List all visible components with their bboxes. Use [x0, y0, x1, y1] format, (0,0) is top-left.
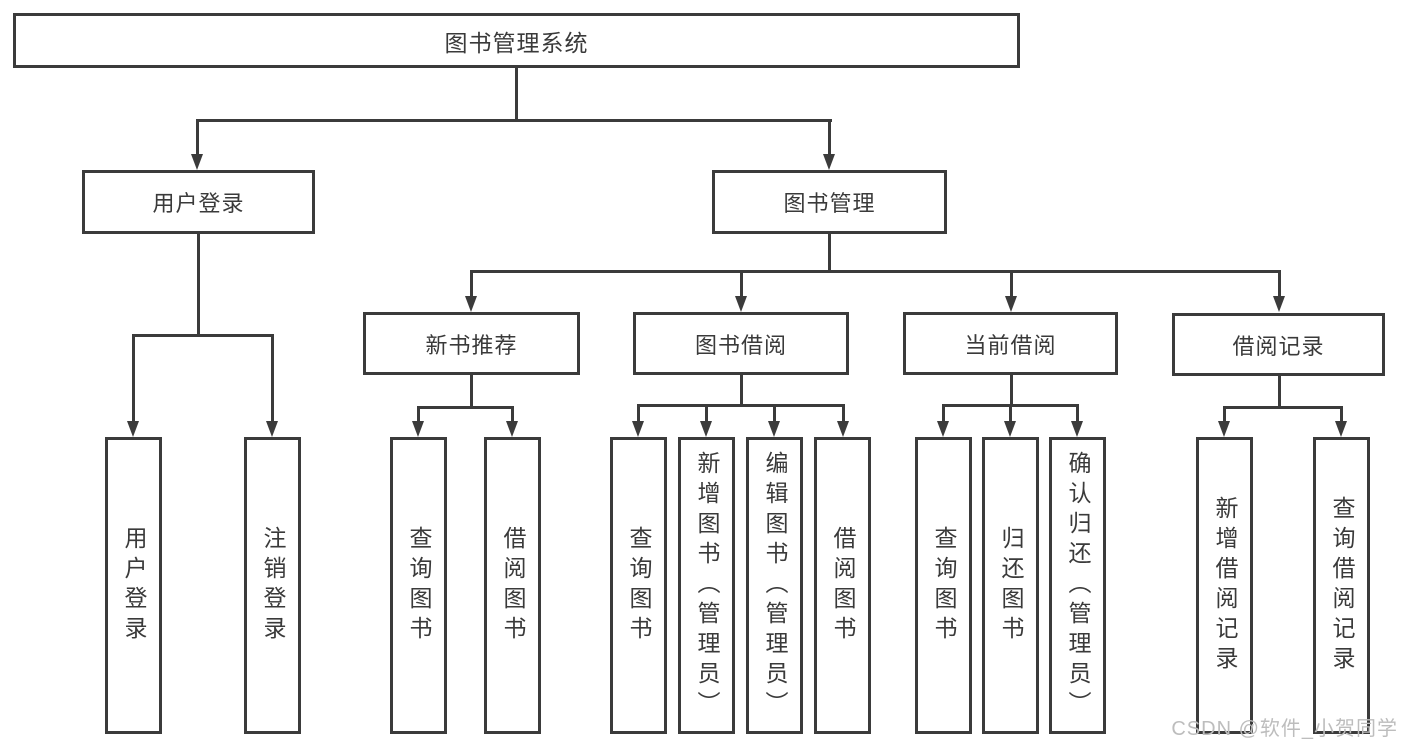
connector-line [132, 334, 274, 337]
node-new-book-recommend: 新书推荐 [363, 312, 580, 375]
arrowhead [735, 296, 747, 312]
connector-line [828, 232, 831, 273]
arrowhead [506, 421, 518, 437]
leaf-borrow-books-recommend-label: 借阅图书 [500, 525, 526, 646]
connector-line [132, 334, 135, 422]
leaf-query-borrow-record-label: 查询借阅记录 [1329, 495, 1355, 676]
arrowhead [127, 421, 139, 437]
leaf-logout: 注销登录 [244, 437, 301, 734]
leaf-query-borrow-record: 查询借阅记录 [1313, 437, 1370, 734]
connector-line [470, 270, 473, 298]
leaf-query-books-borrow: 查询图书 [610, 437, 667, 734]
leaf-borrow-books-recommend: 借阅图书 [484, 437, 541, 734]
connector-line [511, 406, 514, 423]
node-root: 图书管理系统 [13, 13, 1020, 68]
arrowhead [1071, 421, 1083, 437]
leaf-query-books-borrow-label: 查询图书 [626, 525, 652, 646]
leaf-add-borrow-record-label: 新增借阅记录 [1212, 495, 1238, 676]
leaf-borrow-books: 借阅图书 [814, 437, 871, 734]
arrowhead [1218, 421, 1230, 437]
connector-line [417, 406, 420, 423]
connector-line [637, 404, 640, 423]
connector-line [942, 404, 945, 423]
connector-line [197, 232, 200, 337]
leaf-borrow-books-label: 借阅图书 [830, 525, 856, 646]
connector-line [1278, 270, 1281, 298]
arrowhead [412, 421, 424, 437]
arrowhead [266, 421, 278, 437]
leaf-add-borrow-record: 新增借阅记录 [1196, 437, 1253, 734]
node-borrow-records-label: 借阅记录 [1232, 333, 1325, 359]
leaf-user-login-label: 用户登录 [121, 525, 147, 646]
arrowhead [632, 421, 644, 437]
arrowhead [465, 296, 477, 312]
arrowhead [1004, 421, 1016, 437]
connector-line [1223, 406, 1226, 423]
node-book-borrow-label: 图书借阅 [694, 332, 787, 358]
leaf-query-books-recommend-label: 查询图书 [406, 525, 432, 646]
node-book-management: 图书管理 [712, 170, 947, 234]
connector-line [1010, 373, 1013, 407]
node-book-borrow: 图书借阅 [633, 312, 849, 375]
leaf-return-books-label: 归还图书 [998, 525, 1024, 646]
leaf-return-books: 归还图书 [982, 437, 1039, 734]
arrowhead [1335, 421, 1347, 437]
leaf-add-book-admin-label: 新增图书（管理员） [694, 450, 720, 721]
connector-line [417, 406, 514, 409]
connector-line [1010, 270, 1013, 298]
leaf-query-books-recommend: 查询图书 [390, 437, 447, 734]
connector-line [1340, 406, 1343, 423]
connector-line [470, 270, 1281, 273]
arrowhead [837, 421, 849, 437]
leaf-query-books-current-label: 查询图书 [931, 525, 957, 646]
connector-line [842, 404, 845, 423]
connector-line [773, 404, 776, 423]
connector-line [828, 119, 831, 157]
leaf-user-login: 用户登录 [105, 437, 162, 734]
connector-line [1009, 404, 1012, 423]
arrowhead [700, 421, 712, 437]
connector-line [470, 373, 473, 409]
arrowhead [191, 154, 203, 170]
leaf-confirm-return-admin: 确认归还（管理员） [1049, 437, 1106, 734]
node-borrow-records: 借阅记录 [1172, 313, 1385, 376]
node-user-login: 用户登录 [82, 170, 315, 234]
connector-line [515, 66, 518, 121]
connector-line [271, 334, 274, 422]
arrowhead [937, 421, 949, 437]
connector-line [196, 119, 199, 157]
node-new-book-recommend-label: 新书推荐 [425, 332, 518, 358]
connector-line [1278, 374, 1281, 409]
connector-line [740, 373, 743, 407]
watermark: CSDN @软件_小贺同学 [1171, 718, 1398, 740]
leaf-query-books-current: 查询图书 [915, 437, 972, 734]
leaf-add-book-admin: 新增图书（管理员） [678, 437, 735, 734]
node-book-management-label: 图书管理 [783, 191, 876, 216]
node-root-label: 图书管理系统 [444, 29, 589, 56]
connector-line [705, 404, 708, 423]
node-current-borrow-label: 当前借阅 [964, 332, 1057, 358]
connector-line [637, 404, 845, 407]
leaf-logout-label: 注销登录 [260, 525, 286, 646]
connector-line [740, 270, 743, 298]
connector-line [1076, 404, 1079, 423]
arrowhead [823, 154, 835, 170]
node-user-login-label: 用户登录 [152, 191, 245, 216]
leaf-edit-book-admin: 编辑图书（管理员） [746, 437, 803, 734]
arrowhead [1273, 296, 1285, 312]
node-current-borrow: 当前借阅 [903, 312, 1118, 375]
connector-line [196, 119, 832, 122]
arrowhead [768, 421, 780, 437]
arrowhead [1005, 296, 1017, 312]
leaf-confirm-return-admin-label: 确认归还（管理员） [1065, 450, 1091, 721]
connector-line [1223, 406, 1343, 409]
leaf-edit-book-admin-label: 编辑图书（管理员） [762, 450, 788, 721]
